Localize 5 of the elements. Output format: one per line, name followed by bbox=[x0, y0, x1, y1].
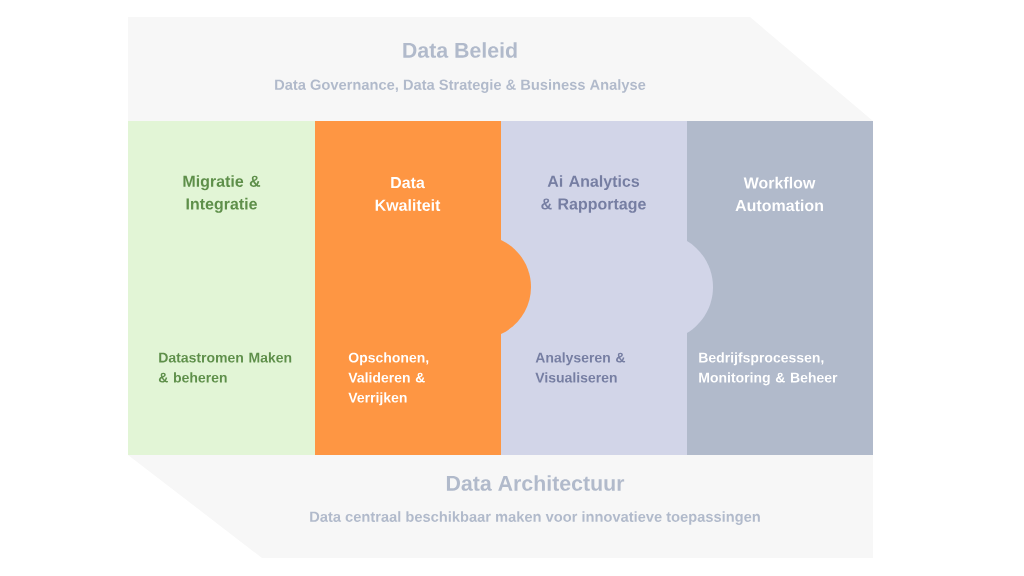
puzzle-piece: Workflow Automation Bedrijfsprocessen, Monitoring & Beheer bbox=[686, 121, 873, 455]
puzzle-piece: Migratie & Integratie Datastromen Maken & beheren bbox=[128, 121, 315, 455]
band: Data Beleid Data Governance, Data Strategie & Business Analyse bbox=[128, 17, 873, 121]
puzzle-piece: Data Kwaliteit Opschonen, Valideren & Verrijken bbox=[314, 121, 531, 455]
band: Data Architectuur Data centraal beschikbaar maken voor innovatieve toepassingen bbox=[128, 455, 873, 558]
